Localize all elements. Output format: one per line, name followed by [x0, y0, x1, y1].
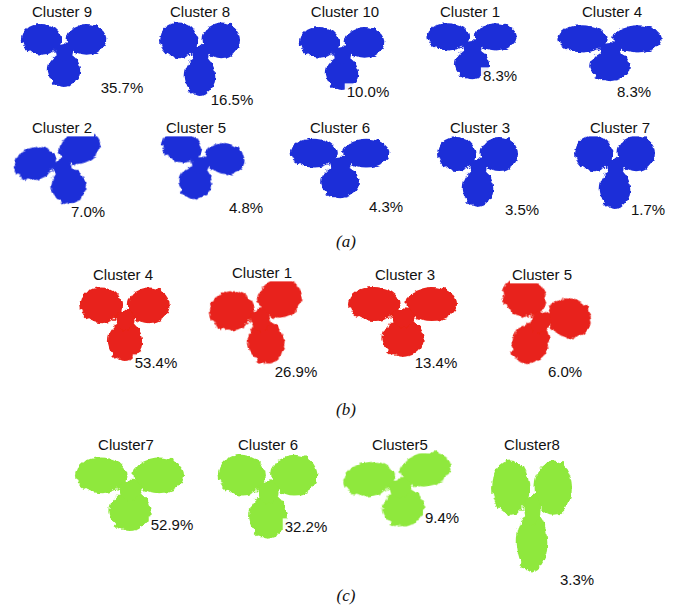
cluster-label: Cluster5 — [370, 436, 430, 453]
cluster-label: Cluster 9 — [30, 3, 94, 20]
percentage-label: 35.7% — [99, 79, 146, 96]
green-row — [76, 448, 572, 572]
percentage-label: 10.0% — [345, 83, 392, 100]
percentage-label: 26.9% — [273, 363, 320, 380]
cluster-label: Cluster 2 — [30, 119, 94, 136]
percentage-label: 7.0% — [69, 203, 107, 220]
blue-row — [10, 22, 662, 218]
panel-label: (b) — [334, 400, 358, 420]
percentage-label: 9.4% — [423, 509, 461, 526]
cluster-label: Cluster 3 — [448, 119, 512, 136]
percentage-label: 32.2% — [283, 518, 330, 535]
percentage-label: 8.3% — [481, 67, 519, 84]
panel-label: (a) — [334, 232, 358, 252]
cluster-label: Cluster 7 — [588, 119, 652, 136]
red-row — [80, 270, 597, 383]
percentage-label: 13.4% — [413, 354, 460, 371]
panel-label: (c) — [335, 586, 358, 606]
cluster-label: Cluster 4 — [91, 266, 155, 283]
cluster-label: Cluster8 — [502, 436, 562, 453]
cluster-label: Cluster 3 — [373, 266, 437, 283]
cluster-label: Cluster 8 — [168, 3, 232, 20]
cluster-label: Cluster 5 — [510, 266, 574, 283]
cluster-label: Cluster7 — [96, 436, 156, 453]
percentage-label: 16.5% — [209, 91, 256, 108]
cluster-label: Cluster 6 — [236, 436, 300, 453]
cluster-label: Cluster 10 — [309, 3, 381, 20]
cluster-label: Cluster 6 — [308, 119, 372, 136]
percentage-label: 4.3% — [367, 198, 405, 215]
cluster-label: Cluster 4 — [580, 3, 644, 20]
percentage-label: 6.0% — [546, 363, 584, 380]
percentage-label: 8.3% — [615, 83, 653, 100]
percentage-label: 52.9% — [149, 516, 196, 533]
percentage-label: 3.3% — [558, 571, 596, 588]
percentage-label: 3.5% — [503, 201, 541, 218]
cluster-label: Cluster 1 — [230, 264, 294, 281]
percentage-label: 1.7% — [629, 201, 667, 218]
percentage-label: 4.8% — [227, 199, 265, 216]
cluster-label: Cluster 5 — [164, 119, 228, 136]
percentage-label: 53.4% — [133, 354, 180, 371]
cluster-label: Cluster 1 — [438, 3, 502, 20]
